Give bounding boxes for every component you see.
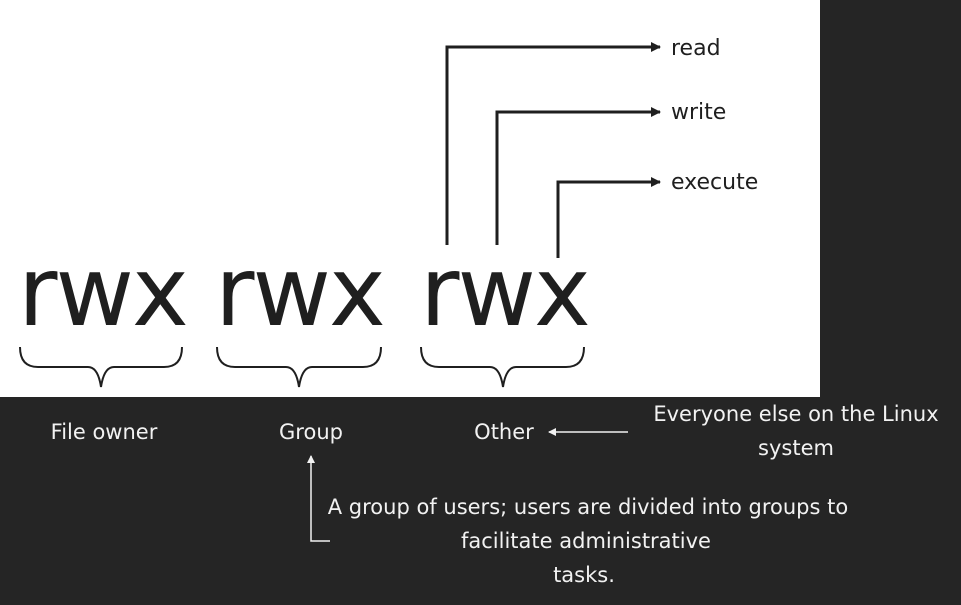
other-rwx-text: rwx: [420, 236, 589, 348]
other-note-line-2: system: [758, 436, 834, 460]
read-label: read: [671, 36, 721, 61]
group-note-arrow: [307, 455, 330, 542]
other-label: Other: [474, 420, 534, 444]
file-owner-label: File owner: [51, 420, 158, 444]
owner-rwx-text: rwx: [18, 236, 187, 348]
group-rwx-text: rwx: [215, 236, 384, 348]
group-note-line-1: A group of users; users are divided into…: [328, 495, 848, 519]
owner-brace: [19, 346, 183, 388]
write-arrow: [495, 107, 661, 245]
diagram-panel: [0, 0, 820, 397]
write-label: write: [671, 100, 726, 125]
group-note-line-2: facilitate administrative: [461, 529, 711, 553]
execute-arrow: [556, 177, 661, 258]
group-brace: [216, 346, 382, 388]
other-brace: [420, 346, 585, 388]
read-arrow: [445, 42, 661, 245]
group-label: Group: [279, 420, 343, 444]
execute-label: execute: [671, 170, 758, 195]
other-note-line-1: Everyone else on the Linux: [653, 402, 938, 426]
group-note-line-3: tasks.: [553, 563, 615, 587]
